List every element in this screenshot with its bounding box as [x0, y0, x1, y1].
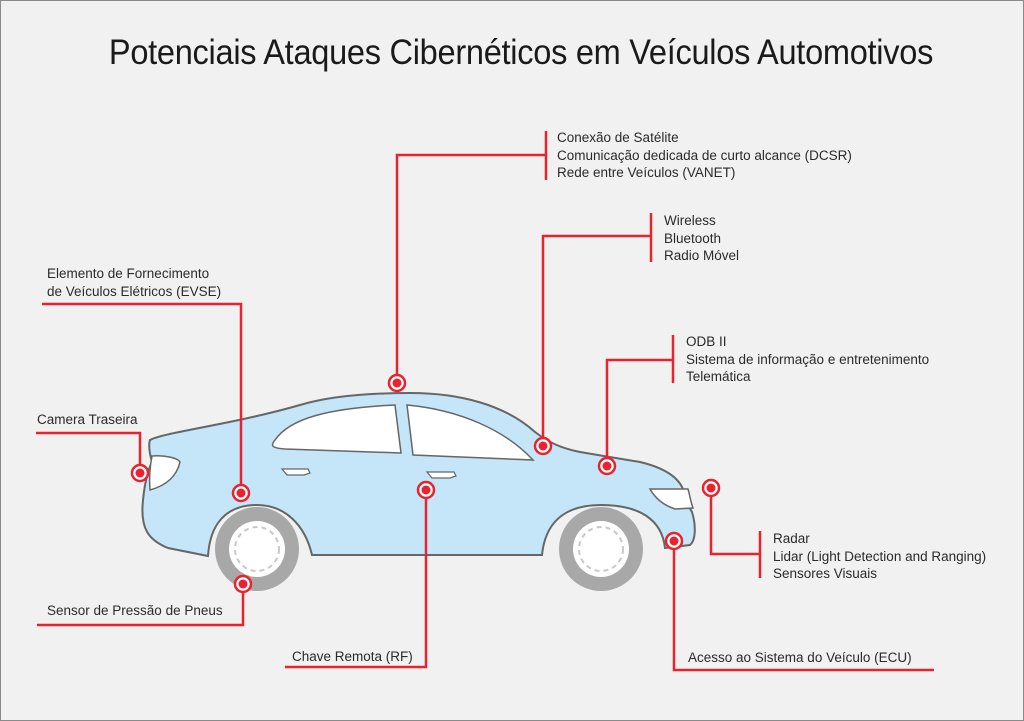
label-line: Conexão de Satélite [557, 130, 679, 145]
label-line: Radio Móvel [664, 248, 740, 263]
label-line: Radar [773, 531, 810, 546]
label-line: Wireless [664, 213, 716, 228]
label-line: Bluetooth [664, 230, 722, 246]
leader-line-evse [42, 302, 243, 493]
leader-line-rear-camera [36, 431, 142, 473]
car-illustration [141, 391, 696, 591]
front-rim [573, 521, 629, 577]
label-line: Sistema de informação e entretenimento [686, 351, 930, 367]
label-obd: ODB II Sistema de informação e entreteni… [686, 333, 929, 386]
label-line: Sensor de Pressão de Pneus [47, 603, 223, 618]
leader-line-satellite [395, 153, 546, 383]
marker-obd[interactable] [597, 456, 617, 476]
label-line: Elemento de Fornecimento [47, 266, 210, 281]
label-line: ODB II [686, 334, 727, 349]
marker-radar[interactable] [701, 478, 721, 498]
tail-light [148, 455, 181, 491]
label-evse: Elemento de Fornecimento de Veículos Elé… [47, 265, 221, 300]
marker-ecu[interactable] [664, 531, 684, 551]
marker-remote-key[interactable] [416, 480, 436, 500]
label-tire-pressure: Sensor de Pressão de Pneus [47, 602, 223, 620]
label-line: Rede entre Veículos (VANET) [557, 165, 736, 180]
leader-line-radar [709, 488, 760, 556]
markers [130, 373, 721, 594]
front-door-handle [425, 471, 457, 479]
diagram-title: Potenciais Ataques Cibernéticos em Veícu… [108, 33, 934, 72]
label-remote-key: Chave Remota (RF) [292, 648, 413, 666]
marker-satellite[interactable] [387, 373, 407, 393]
front-window [406, 404, 535, 461]
rear-door-handle [280, 468, 311, 476]
label-satellite: Conexão de Satélite Comunicação dedicada… [557, 129, 852, 182]
label-line: Comunicação dedicada de curto alcance (D… [557, 147, 852, 163]
label-line: Sensores Visuais [773, 566, 878, 581]
label-radar: Radar Lidar (Light Detection and Ranging… [773, 530, 986, 583]
rear-rim [229, 521, 285, 577]
marker-wireless[interactable] [533, 436, 553, 456]
rear-window [271, 404, 402, 454]
label-wireless: Wireless Bluetooth Radio Móvel [664, 212, 739, 265]
leader-line-tire-pressure [37, 585, 245, 627]
leader-line-obd [605, 358, 673, 466]
label-line: Chave Remota (RF) [292, 649, 413, 664]
leader-line-ecu [672, 541, 934, 672]
marker-tire-pressure[interactable] [233, 574, 253, 594]
leader-lines [36, 131, 934, 672]
label-rear-camera: Camera Traseira [37, 411, 138, 429]
front-rim-dash [578, 526, 624, 572]
label-line: Lidar (Light Detection and Ranging) [773, 548, 987, 564]
marker-evse[interactable] [231, 483, 251, 503]
marker-rear-camera[interactable] [130, 463, 150, 483]
label-line: de Veículos Elétricos (EVSE) [47, 283, 222, 299]
leader-line-remote-key [285, 490, 428, 669]
rear-rim-dash [234, 526, 280, 572]
label-line: Telemática [686, 369, 751, 384]
leader-line-wireless [541, 234, 651, 446]
head-light [648, 488, 695, 510]
label-line: Acesso ao Sistema do Veículo (ECU) [688, 650, 912, 665]
label-ecu: Acesso ao Sistema do Veículo (ECU) [688, 649, 912, 667]
label-line: Camera Traseira [37, 412, 138, 427]
